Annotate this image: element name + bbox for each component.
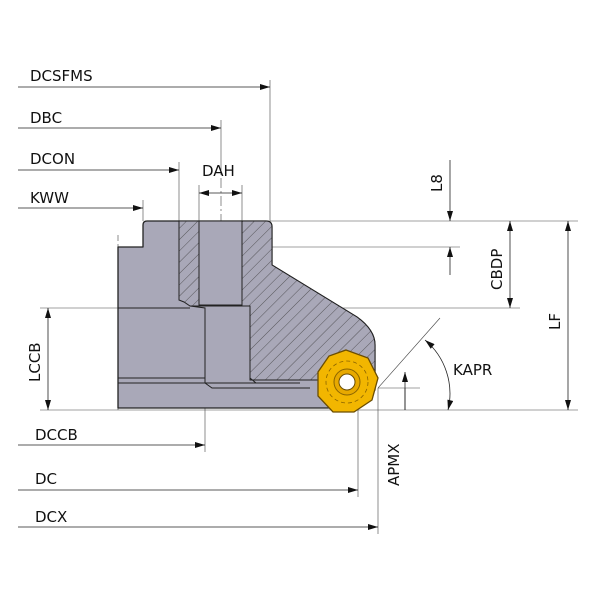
label-dah: DAH (202, 162, 235, 180)
label-kapr: KAPR (453, 361, 492, 379)
label-cbdp: CBDP (488, 249, 506, 290)
label-lccb: LCCB (26, 342, 44, 382)
label-kww: KWW (30, 189, 69, 207)
label-dccb: DCCB (35, 426, 78, 444)
label-dbc: DBC (30, 109, 62, 127)
label-dcon: DCON (30, 150, 75, 168)
label-dc: DC (35, 470, 57, 488)
dimension-lines (18, 84, 571, 530)
label-dcsfms: DCSFMS (30, 67, 93, 85)
label-apmx: APMX (385, 443, 403, 486)
label-l8: L8 (428, 174, 446, 192)
insert (317, 349, 379, 413)
label-lf: LF (546, 313, 564, 330)
label-dcx: DCX (35, 508, 67, 526)
cutter-body (117, 220, 376, 409)
